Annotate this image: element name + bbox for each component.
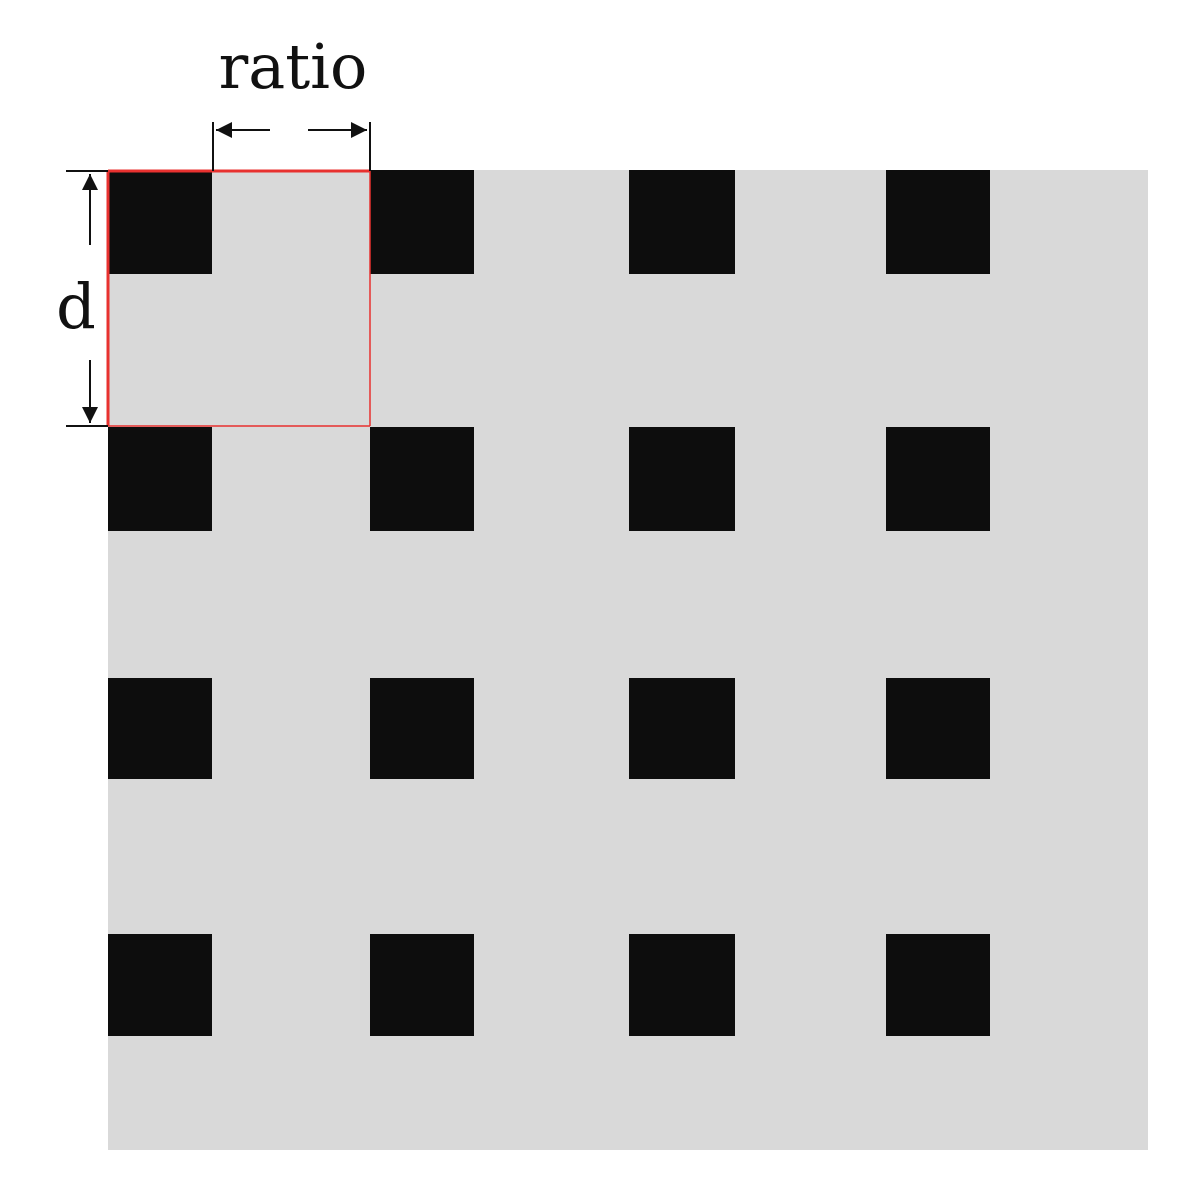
array-square xyxy=(370,427,474,531)
array-square xyxy=(108,678,212,779)
substrate-background xyxy=(108,170,1148,1150)
ratio-dimension: ratio xyxy=(212,30,371,171)
array-square xyxy=(370,170,474,274)
array-square xyxy=(886,170,990,274)
square-array xyxy=(108,170,990,1036)
array-square xyxy=(629,427,735,531)
array-square xyxy=(108,427,212,531)
array-square xyxy=(629,170,735,274)
array-square xyxy=(886,678,990,779)
unit-cell-outline xyxy=(106,169,371,427)
array-square xyxy=(108,170,212,274)
ratio-label: ratio xyxy=(219,30,368,103)
array-square xyxy=(886,427,990,531)
array-square xyxy=(370,934,474,1036)
array-square xyxy=(629,678,735,779)
array-square xyxy=(370,678,474,779)
array-square xyxy=(629,934,735,1036)
d-label: d xyxy=(56,270,96,343)
d-dimension: d xyxy=(56,170,108,427)
array-square xyxy=(108,934,212,1036)
array-square xyxy=(886,934,990,1036)
